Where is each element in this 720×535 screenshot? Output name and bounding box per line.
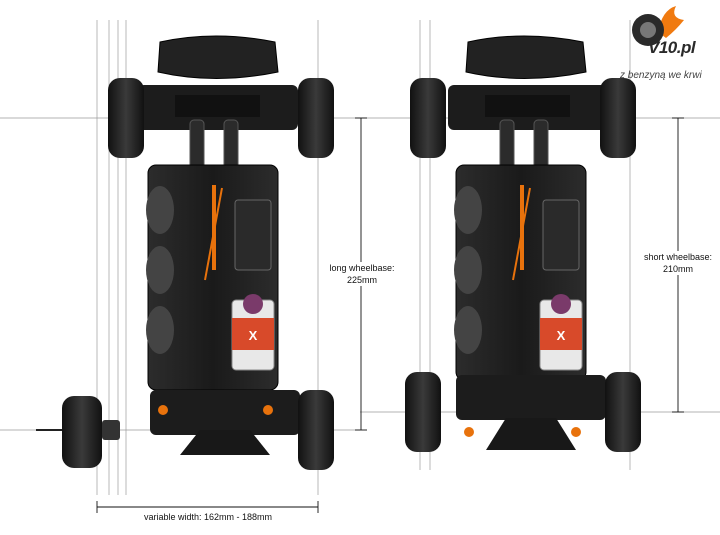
logo-badge	[632, 6, 684, 46]
short-wheelbase-title: short wheelbase:	[643, 252, 713, 262]
short-wheelbase-value: 210mm	[662, 264, 693, 274]
variable-width-dimension	[96, 501, 319, 513]
front-right-tire	[600, 78, 636, 158]
detached-rear-wheel	[62, 396, 102, 468]
rear-left-tire	[405, 372, 441, 452]
front-bumper	[465, 35, 587, 79]
front-bumper	[157, 35, 279, 79]
car-short-wheelbase: X	[405, 35, 641, 452]
svg-text:X: X	[557, 328, 566, 343]
front-left-tire	[108, 78, 144, 158]
car-long-wheelbase: X	[36, 35, 334, 470]
rear-right-tire	[298, 390, 334, 470]
front-left-tire	[410, 78, 446, 158]
logo-tagline: z benzyną we krwi	[620, 70, 702, 81]
long-wheelbase-value: 225mm	[346, 275, 377, 285]
long-wheelbase-label: long wheelbase: 225mm	[326, 262, 398, 286]
front-right-tire	[298, 78, 334, 158]
short-wheelbase-label: short wheelbase: 210mm	[638, 251, 718, 275]
flame-icon	[658, 6, 684, 38]
long-wheelbase-title: long wheelbase:	[329, 263, 395, 273]
variable-width-label: variable width: 162mm - 188mm	[143, 512, 273, 522]
logo-text: V10.pl	[648, 38, 696, 57]
svg-text:X: X	[249, 328, 258, 343]
rear-right-tire	[605, 372, 641, 452]
